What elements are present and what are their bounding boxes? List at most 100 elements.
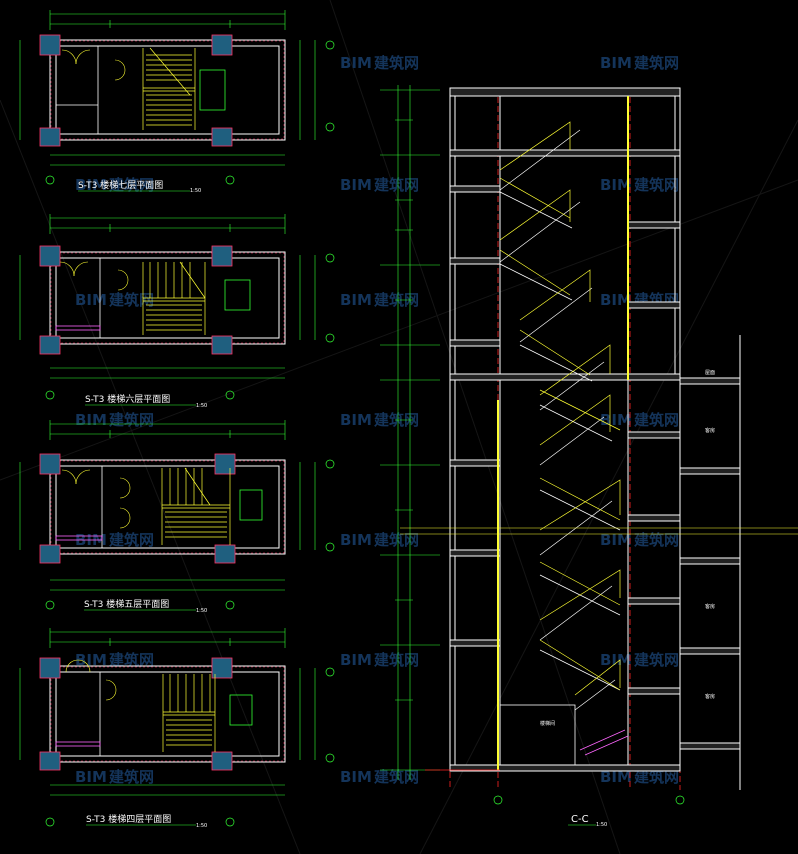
- walls: [49, 39, 286, 141]
- interior-partition: [55, 258, 251, 338]
- stair-railings: [499, 121, 621, 696]
- watermark-cn: 建筑网: [634, 768, 679, 786]
- stair-flights: [142, 47, 196, 130]
- stair-runs: [499, 129, 616, 711]
- floor-slabs: [449, 87, 741, 772]
- wall-hatch: [50, 252, 285, 344]
- wall-hatch: [50, 40, 285, 140]
- walls: [49, 665, 286, 763]
- watermark-cn: 建筑网: [109, 176, 154, 194]
- level-ruler: [380, 85, 440, 780]
- stair-flights: [162, 674, 216, 752]
- watermark-brand: BIM: [600, 651, 632, 669]
- walls: [49, 459, 286, 555]
- room-partition: [499, 704, 576, 766]
- section-scale: 1:50: [596, 822, 607, 828]
- wall-hatch: [50, 666, 285, 762]
- stair-section-c-c: 屋面 客房 客房 客房 楼梯间 C-C 1:50: [380, 85, 798, 828]
- watermark-brand: BIM: [75, 768, 107, 786]
- watermark-cn: 建筑网: [109, 411, 154, 429]
- watermark-cn: 建筑网: [634, 54, 679, 72]
- interior-partition: [55, 672, 253, 756]
- stair-plan-4th-floor: S-T3 楼梯四层平面图 1:50: [19, 628, 335, 829]
- watermark-brand: BIM: [340, 176, 372, 194]
- watermark-brand: BIM: [340, 531, 372, 549]
- stair-runs-lower: [499, 191, 621, 691]
- dimension-lines: [19, 420, 316, 591]
- door-swings: [65, 659, 117, 701]
- watermark-cn: 建筑网: [374, 54, 419, 72]
- watermark-brand: BIM: [340, 411, 372, 429]
- axis-bubbles: [45, 459, 335, 610]
- watermark-cn: 建筑网: [634, 651, 679, 669]
- door-swings: [59, 261, 129, 291]
- interior-partition: [55, 466, 263, 548]
- watermark-brand: BIM: [340, 291, 372, 309]
- watermark-cn: 建筑网: [374, 651, 419, 669]
- plan-scale: 1:50: [196, 608, 207, 614]
- room-label: 客房: [705, 427, 715, 434]
- plan-title: S-T3 楼梯七层平面图: [78, 179, 163, 191]
- axis-bubbles: [45, 253, 335, 400]
- door-swings: [61, 469, 131, 529]
- plan-title: S-T3 楼梯五层平面图: [84, 598, 169, 610]
- yellow-posts: [497, 96, 629, 770]
- plan-scale: 1:50: [196, 403, 207, 409]
- watermark-brand: BIM: [600, 176, 632, 194]
- walls: [49, 251, 286, 345]
- columns: [39, 245, 233, 355]
- watermark-brand: BIM: [600, 411, 632, 429]
- stair-plan-6th-floor: S-T3 楼梯六层平面图 1:50: [19, 214, 335, 409]
- watermark-brand: BIM: [600, 291, 632, 309]
- dimension-lines: [19, 10, 316, 166]
- plan-scale: 1:50: [196, 823, 207, 829]
- columns: [39, 657, 233, 771]
- watermark-brand: BIM: [340, 54, 372, 72]
- horizontal-guides: [400, 527, 798, 535]
- watermark-brand: BIM: [600, 531, 632, 549]
- dimension-lines: [19, 628, 316, 796]
- watermark-brand: BIM: [75, 411, 107, 429]
- room-label: 客房: [705, 603, 715, 610]
- section-cut-marks: [579, 729, 629, 756]
- watermark-cn: 建筑网: [109, 291, 154, 309]
- section-note: 楼梯间: [540, 720, 555, 727]
- watermark-cn: 建筑网: [109, 651, 154, 669]
- plan-title: S-T3 楼梯四层平面图: [86, 813, 171, 825]
- level-ticks: [395, 119, 413, 701]
- columns: [39, 453, 236, 564]
- room-label: 客房: [705, 693, 715, 700]
- interior-partition: [56, 46, 226, 134]
- plan-title: S-T3 楼梯六层平面图: [85, 393, 170, 405]
- watermark-cn: 建筑网: [634, 411, 679, 429]
- watermark-brand: BIM: [340, 651, 372, 669]
- axis-bubbles: [45, 667, 335, 827]
- stair-plan-7th-floor: S-T3 楼梯七层平面图 1:50: [19, 10, 335, 194]
- section-walls: [449, 87, 741, 790]
- stair-plan-5th-floor: S-T3 楼梯五层平面图 1:50: [19, 420, 335, 614]
- watermark-brand: BIM: [75, 291, 107, 309]
- section-title: C-C: [571, 814, 589, 825]
- stair-flights: [142, 261, 206, 335]
- axis-bubbles: [45, 40, 335, 185]
- columns: [39, 34, 233, 147]
- watermark-cn: 建筑网: [374, 176, 419, 194]
- watermark-cn: 建筑网: [634, 176, 679, 194]
- watermark-brand: BIM: [75, 651, 107, 669]
